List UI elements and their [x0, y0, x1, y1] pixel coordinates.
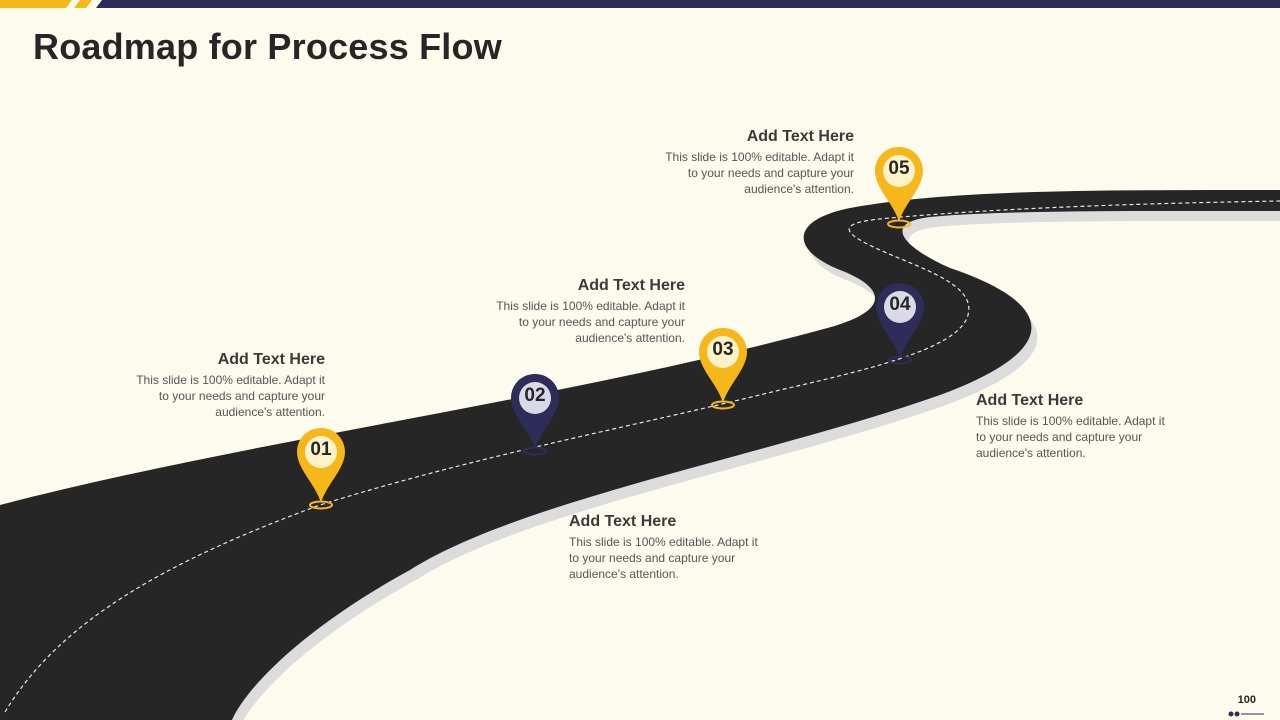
milestone-heading: Add Text Here — [569, 513, 677, 530]
milestone-number: 05 — [888, 158, 910, 179]
milestone-pin-01: 01 — [296, 427, 346, 511]
top-accent-bar — [0, 0, 1280, 8]
milestone-heading: Add Text Here — [976, 392, 1084, 409]
milestone-text-05: Add Text Here This slide is 100% editabl… — [654, 128, 854, 197]
page-number-decoration — [1228, 711, 1264, 717]
milestone-body: This slide is 100% editable. Adapt it to… — [136, 373, 325, 419]
milestone-heading: Add Text Here — [746, 128, 854, 145]
milestone-text-01: Add Text Here This slide is 100% editabl… — [125, 351, 325, 420]
milestone-body: This slide is 100% editable. Adapt it to… — [569, 535, 758, 581]
milestone-pin-03: 03 — [698, 327, 748, 411]
page-number: 100 — [1237, 694, 1256, 706]
road-surface — [0, 190, 1280, 720]
milestone-heading: Add Text Here — [577, 277, 685, 294]
milestone-body: This slide is 100% editable. Adapt it to… — [976, 414, 1165, 460]
milestone-number: 03 — [712, 339, 734, 360]
milestone-body: This slide is 100% editable. Adapt it to… — [665, 150, 854, 196]
milestone-text-02: Add Text Here This slide is 100% editabl… — [569, 513, 769, 582]
milestone-number: 02 — [524, 385, 546, 406]
milestone-heading: Add Text Here — [217, 351, 325, 368]
milestone-pin-05: 05 — [874, 146, 924, 230]
milestone-number: 04 — [889, 294, 911, 315]
milestone-text-03: Add Text Here This slide is 100% editabl… — [485, 277, 685, 346]
milestone-pin-02: 02 — [510, 373, 560, 457]
milestone-body: This slide is 100% editable. Adapt it to… — [496, 299, 685, 345]
page-title: Roadmap for Process Flow — [33, 26, 502, 67]
milestone-number: 01 — [310, 439, 332, 460]
milestone-text-04: Add Text Here This slide is 100% editabl… — [976, 392, 1176, 461]
milestone-pin-04: 04 — [875, 282, 925, 366]
road-center-line — [4, 200, 1280, 713]
